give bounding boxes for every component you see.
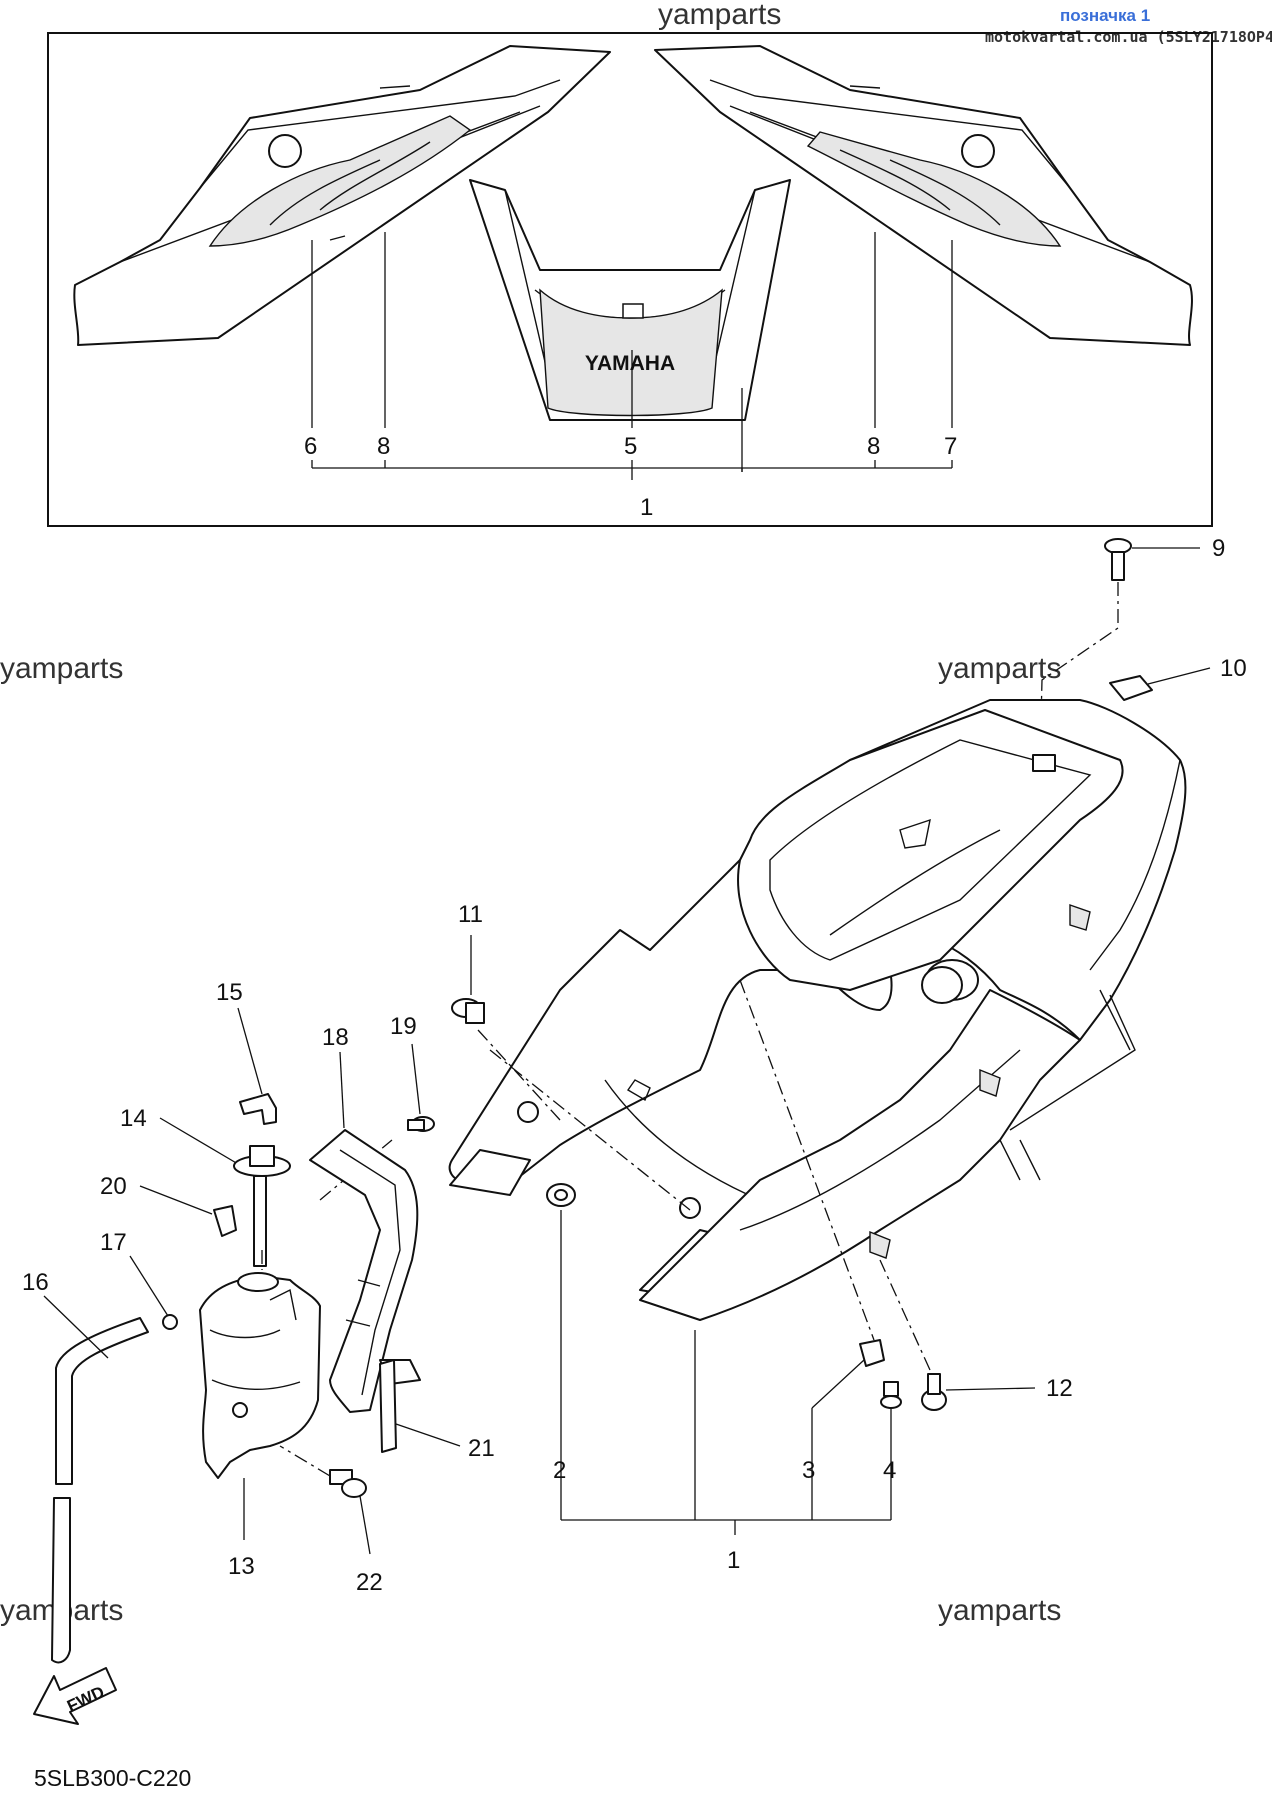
bracket-cover-18 (309, 1051, 421, 1413)
header-link-text[interactable]: позначка 1 (1060, 6, 1150, 25)
watermark-right-bottom: yamparts (938, 1594, 1061, 1627)
yamaha-decal-text: YAMAHA (585, 352, 675, 375)
watermark-left-mid: yamparts (0, 652, 123, 685)
inset-frame (47, 32, 1213, 527)
callout-14: 14 (120, 1105, 147, 1132)
group-1-bracket (560, 1330, 892, 1535)
rear-seat-cowl (448, 699, 1187, 1321)
callout-18: 18 (322, 1024, 349, 1051)
damper-3 (739, 979, 885, 1500)
decal-set-inset: YAMAHA 6 8 5 8 7 1 (47, 32, 1213, 527)
callout-3: 3 (802, 1457, 815, 1484)
grommet-2 (546, 1183, 576, 1500)
callout-1-top: 1 (640, 494, 653, 521)
callout-8-left: 8 (377, 433, 390, 460)
callout-1-main: 1 (727, 1547, 740, 1574)
callout-20: 20 (100, 1173, 127, 1200)
dash-9-to-seat (1039, 582, 1119, 763)
callout-6: 6 (304, 433, 317, 460)
bolt-11 (451, 935, 485, 1024)
left-side-cover (73, 45, 611, 346)
clip-4 (880, 1381, 902, 1500)
callout-16: 16 (22, 1269, 49, 1296)
rivet-12 (879, 1259, 1036, 1411)
cap-14 (159, 1117, 291, 1267)
nut-10 (1109, 667, 1211, 701)
watermark-right-mid: yamparts (938, 652, 1061, 685)
callout-22: 22 (356, 1569, 383, 1596)
bolt-22 (279, 1445, 371, 1555)
callout-2: 2 (553, 1457, 566, 1484)
callout-17: 17 (100, 1229, 127, 1256)
screw-9 (1104, 538, 1200, 581)
callout-11: 11 (458, 901, 483, 928)
tail-cover: YAMAHA (469, 179, 791, 421)
fwd-arrow-icon: FWD (33, 1667, 117, 1725)
hose-16 (43, 1295, 149, 1664)
callout-8-right: 8 (867, 433, 880, 460)
diagram-code: 5SLB300-C220 (34, 1765, 191, 1791)
callout-21: 21 (468, 1435, 495, 1462)
callout-10: 10 (1220, 655, 1247, 682)
clip-20 (139, 1185, 237, 1237)
right-side-decal (806, 131, 1062, 247)
header-link[interactable]: позначка 1 (1060, 6, 1150, 25)
screw-19 (407, 1043, 435, 1132)
header-source-text: motokvartal.com.ua (5SLY21718OP4) (985, 28, 1272, 46)
left-side-decal (208, 115, 472, 247)
callout-15: 15 (216, 979, 243, 1006)
elbow-15 (237, 1007, 277, 1125)
callout-7: 7 (944, 433, 957, 460)
callout-13: 13 (228, 1553, 255, 1580)
callout-4: 4 (883, 1457, 896, 1484)
dash-11 (477, 1029, 691, 1211)
right-side-cover (654, 45, 1193, 346)
callout-19: 19 (390, 1013, 417, 1040)
callout-5: 5 (624, 433, 637, 460)
callout-9: 9 (1212, 535, 1225, 562)
top-leaders (311, 232, 953, 480)
pad-21 (379, 1359, 461, 1453)
watermark-top: yamparts (658, 0, 781, 31)
callout-12: 12 (1046, 1375, 1073, 1402)
clamp-17 (129, 1255, 178, 1330)
